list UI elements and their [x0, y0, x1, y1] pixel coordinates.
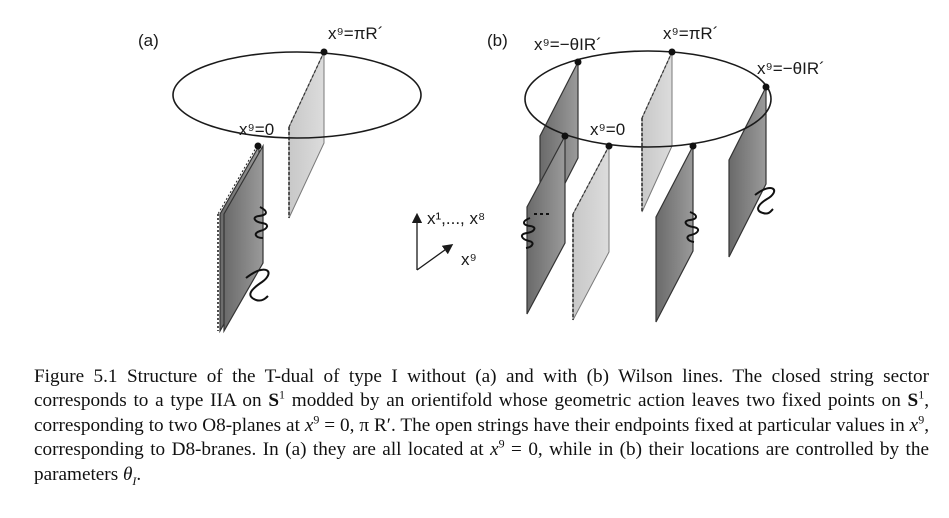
caption-math-theta: θ — [122, 463, 133, 485]
caption-text: = 0, while in (b) their locations are co… — [34, 439, 929, 485]
open-string-a1 — [253, 206, 268, 239]
caption-text: modded by an orientifold whose geometric… — [285, 390, 908, 412]
label-b-theta-left: x⁹=−θIR´ — [534, 35, 602, 54]
caption-text: . — [136, 463, 142, 485]
circle-s1-b — [524, 50, 772, 148]
caption-s1-sup: 1 — [918, 388, 925, 403]
open-string-a2 — [245, 268, 270, 302]
panel-b-tag: (b) — [487, 31, 508, 50]
point-theta-left — [574, 58, 582, 66]
point-zero-b — [605, 142, 613, 150]
label-a-pi-r: x⁹=πR´ — [328, 24, 383, 43]
figure-caption: Figure 5.1 Structure of the T-dual of ty… — [34, 365, 929, 487]
label-b-theta-right: x⁹=−θIR´ — [757, 59, 825, 78]
panel-a-tag: (a) — [138, 31, 159, 50]
point-minus-theta-right — [689, 142, 697, 150]
caption-math-x: x — [909, 414, 919, 436]
caption-math-sup: 9 — [313, 412, 320, 427]
caption-text: , corresponding to D8-branes. In (a) the… — [34, 414, 929, 461]
open-string-b1 — [521, 217, 536, 249]
caption-s1: S — [907, 390, 919, 412]
caption-figure-number: Figure 5.1 — [34, 366, 118, 387]
d8-brane-minus-theta-left — [526, 135, 566, 315]
axis-label-x1-x8: x¹,..., x⁸ — [427, 209, 485, 228]
caption-math-x: x — [304, 414, 314, 436]
axes-indicator: x¹,..., x⁸ x⁹ — [411, 209, 485, 271]
circle-s1-a — [172, 51, 422, 139]
label-b-zero: x⁹=0 — [590, 120, 625, 139]
axis-label-x9: x⁹ — [461, 250, 477, 269]
label-a-zero: x⁹=0 — [239, 120, 274, 139]
caption-s1: S — [268, 390, 280, 412]
d8-brane-theta-right — [728, 86, 767, 258]
caption-math-sup: 9 — [498, 436, 505, 451]
point-x9-pi-r-a — [320, 48, 328, 56]
point-theta-right — [762, 83, 770, 91]
caption-text: , corresponding to two O8-planes at — [34, 390, 929, 436]
caption-math: = 0, π R′ — [319, 414, 391, 436]
o8-plane-zero-b — [572, 145, 610, 321]
caption-s1-sup: 1 — [279, 388, 286, 403]
d8-brane-minus-theta-right — [655, 145, 694, 323]
panel-a: (a) x⁹=πR´ x⁹=0 — [138, 24, 422, 334]
open-string-b2 — [684, 211, 699, 243]
point-x9-zero-a — [254, 142, 262, 150]
point-minus-theta-left — [561, 132, 569, 140]
o8-plane-pi-r-b — [641, 51, 673, 213]
figure-diagram: (a) x⁹=πR´ x⁹=0 x¹,..., x⁸ x⁹ (b) — [138, 24, 825, 334]
caption-math-sup: 9 — [918, 412, 925, 427]
point-pi-r-b — [668, 48, 676, 56]
label-b-pi-r: x⁹=πR´ — [663, 24, 718, 43]
caption-text: Structure of the T-dual of type I withou… — [34, 366, 929, 412]
open-string-b3 — [754, 187, 776, 215]
panel-b: (b) x⁹=−θIR´ x⁹=πR´ x⁹=−θIR´ x⁹=0 — [487, 24, 825, 323]
caption-math-x: x — [490, 439, 499, 461]
caption-math-sub: I — [132, 473, 137, 488]
caption-text: . The open strings have their endpoints … — [391, 414, 910, 436]
o8-plane-pi-r — [288, 51, 325, 219]
